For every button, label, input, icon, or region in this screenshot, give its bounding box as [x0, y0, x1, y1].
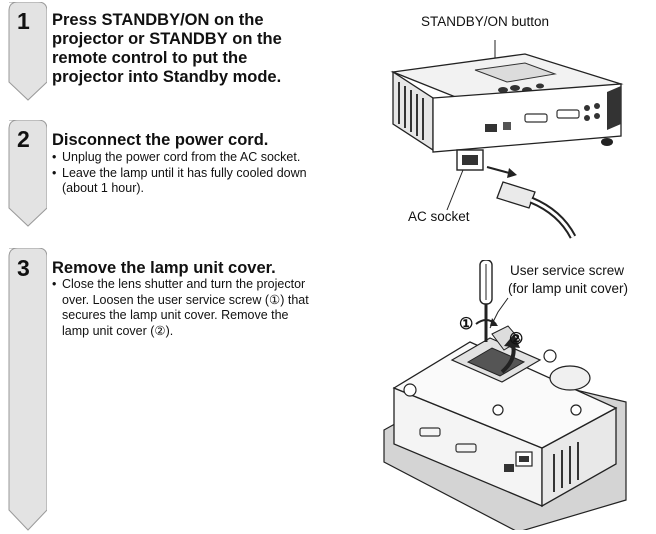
step-3-bullet-1: Close the lens shutter and turn the proj…: [52, 277, 314, 339]
step-1-heading-part-3: on the projector or: [52, 11, 264, 48]
service-screw-label-line-2: (for lamp unit cover): [508, 281, 629, 296]
step-1-tab: [0, 2, 47, 102]
service-screw-label-line-1: User service screw: [510, 263, 625, 278]
step-2-bullet-2: Leave the lamp until it has fully cooled…: [52, 166, 310, 197]
step-1-heading-part-5: on the remote control to put the project…: [52, 30, 282, 86]
step-3-tab: [0, 248, 47, 533]
standby-keyword: STANDBY: [149, 30, 228, 48]
step-2-bullets: Unplug the power cord from the AC socket…: [52, 150, 310, 197]
step-3-bullets: Close the lens shutter and turn the proj…: [52, 277, 314, 339]
ac-socket-label: AC socket: [408, 209, 470, 224]
projector-rear-illustration: [390, 40, 624, 239]
step-1-heading: Press STANDBY/ON on the projector or STA…: [52, 11, 322, 87]
callout-1: ①: [459, 316, 474, 333]
step-1-number: 1: [17, 8, 30, 34]
standby-button-label: STANDBY/ON button: [421, 14, 550, 29]
step-2-tab: [0, 120, 47, 228]
step-2-bullet-1: Unplug the power cord from the AC socket…: [52, 150, 310, 166]
callout-2: ②: [509, 331, 524, 348]
standby-on-keyword: STANDBY/ON: [101, 11, 210, 29]
step-1-heading-part-1: Press: [52, 11, 102, 29]
projector-underside-illustration: [383, 260, 627, 530]
step-3-number: 3: [17, 255, 30, 281]
step-2-number: 2: [17, 126, 30, 152]
step-3-heading: Remove the lamp unit cover.: [52, 259, 276, 277]
step-2-heading: Disconnect the power cord.: [52, 131, 269, 149]
